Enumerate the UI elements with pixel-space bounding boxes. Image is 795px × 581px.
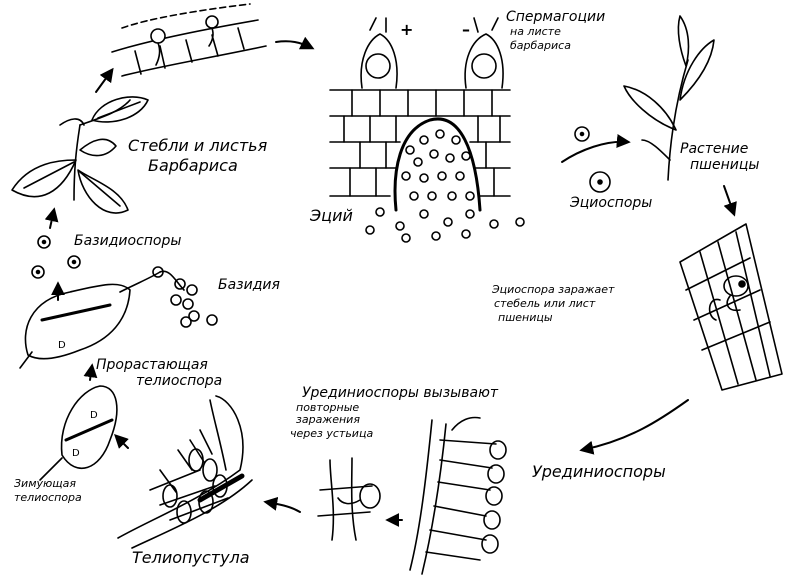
label-wheat-plant-line1: Растение [680,142,748,156]
label-spermogonia-line3: барбариса [510,40,571,51]
germinating-teliospore-sketch: D [20,267,217,368]
svg-text:D: D [72,448,80,459]
label-germinating-teliospore-line2: телиоспора [136,374,222,388]
label-aeciospore-infects-line1: Эциоспора заражает [492,284,614,295]
label-spermogonia-line2: на листе [510,26,561,37]
label-urediniospores-cause-line1: Урединиоспоры вызывают [302,386,498,400]
label-basidiospores: Базидиоспоры [74,234,181,248]
arrow-basidiospores-to-plant [50,210,54,228]
stoma-infection-sketch [318,458,380,540]
label-stems-leaves-line1: Стебли и листья [128,138,267,154]
label-wheat-plant-line2: пшеницы [690,158,759,172]
label-plus-sign: + [400,22,413,38]
arrow-plant-to-tissue [96,70,112,92]
label-overwintering-teliospore-line2: телиоспора [14,492,82,503]
arrow-overwintering-to-germinating [90,366,92,380]
label-urediniospores: Урединиоспоры [532,464,666,480]
label-aeciospores: Эциоспоры [570,196,652,210]
label-stems-leaves-line2: Барбариса [148,158,238,174]
aecium-cross-section-sketch [330,18,524,242]
uredinial-pustule-sketch [410,418,506,575]
label-aeciospore-infects-line2: стебель или лист [494,298,595,309]
arrow-wheat-to-infection [724,186,734,214]
arrow-infection-to-uredinial [582,400,688,450]
barberry-leaf-tissue-sketch [112,4,266,76]
arrow-pustule-to-overwintering [116,436,128,448]
label-basidium: Базидия [218,278,280,292]
label-urediniospores-cause-line3: заражения [296,414,360,425]
svg-text:D: D [58,340,66,351]
label-overwintering-teliospore-line1: Зимующая [14,478,76,489]
label-minus-sign: – [462,22,470,38]
arrow-tissue-to-aecium [276,41,312,48]
overwintering-teliospore-sketch: D D [40,386,117,480]
label-germinating-teliospore-line1: Прорастающая [96,358,208,372]
telial-pustule-sketch [118,396,252,548]
aeciospores-sketch [575,127,610,192]
arrow-stoma-to-pustule [266,502,300,512]
arrow-aeciospores-to-wheat [562,142,628,162]
label-aecium: Эций [310,208,353,224]
wheat-leaf-infection-sketch [680,224,782,390]
cycle-arrows [50,41,734,520]
label-aeciospore-infects-line3: пшеницы [498,312,553,323]
label-urediniospores-cause-line4: через устьица [290,428,373,439]
label-spermogonia-line1: Спермагоции [506,10,605,24]
basidiospores-sketch [32,236,80,278]
svg-text:D: D [90,410,98,421]
label-urediniospores-cause-line2: повторные [296,402,359,413]
label-telial-pustule: Телиопустула [132,550,250,566]
